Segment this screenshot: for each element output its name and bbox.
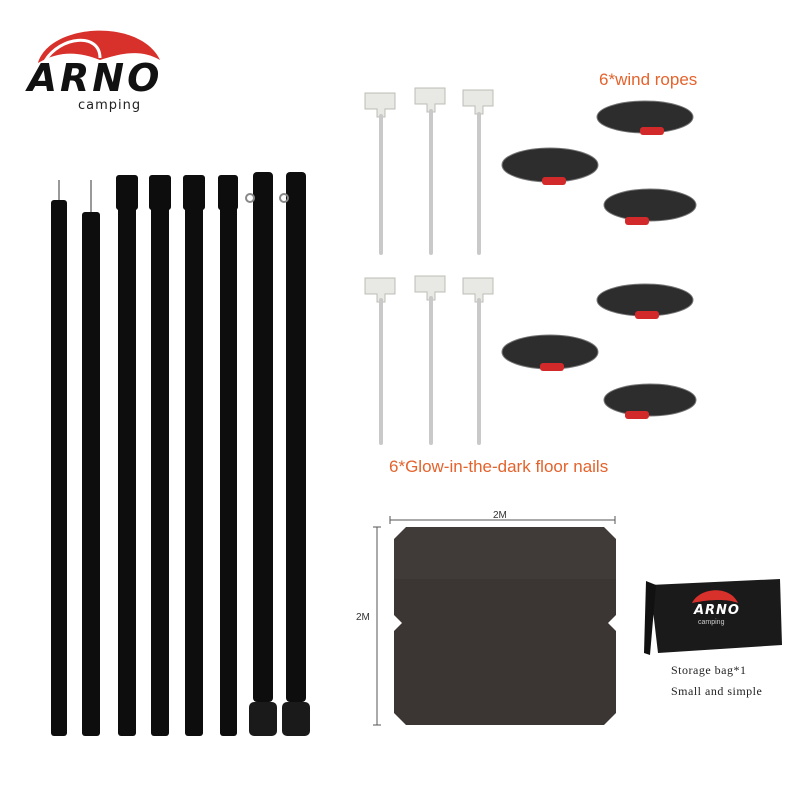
brand-logo: ARNO camping: [20, 18, 170, 118]
mat-height-label: 2M: [356, 612, 370, 623]
floor-nails-label: 6*Glow-in-the-dark floor nails: [389, 457, 609, 476]
mat-width-label: 2M: [493, 510, 507, 521]
bag-brand: ARNO: [693, 603, 740, 618]
brand-subtitle: camping: [78, 98, 142, 113]
storage-bag-description: Small and simple: [671, 684, 763, 698]
storage-bag-label: Storage bag*1: [671, 663, 747, 677]
floor-nails-image: [364, 87, 494, 445]
bag-brand-sub: camping: [698, 619, 725, 626]
ground-mat-image: [373, 516, 616, 726]
tent-poles-image: [51, 172, 310, 736]
wind-ropes-label: 6*wind ropes: [599, 70, 698, 89]
storage-bag-image: ARNO camping: [640, 575, 790, 665]
brand-name: ARNO: [27, 56, 163, 100]
wind-ropes-image: [501, 100, 697, 419]
